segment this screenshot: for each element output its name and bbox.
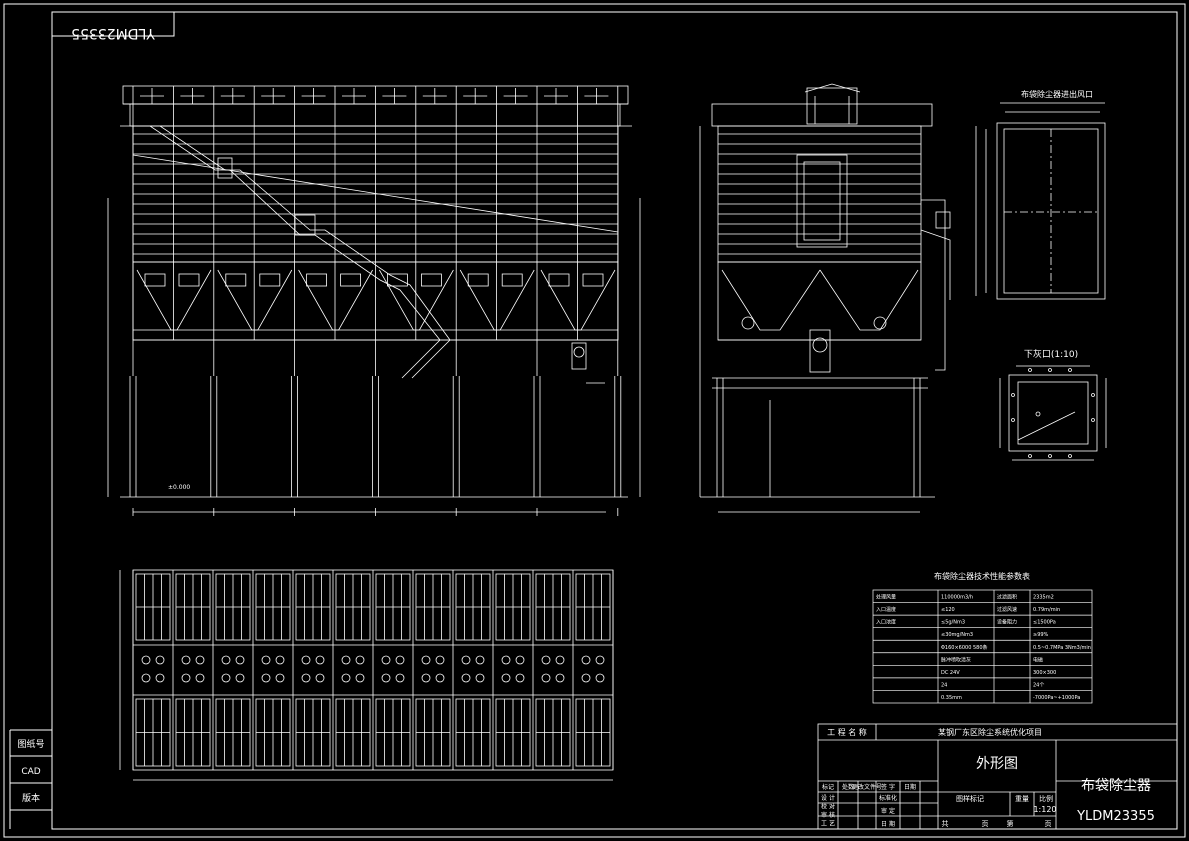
params-table [872,589,1093,704]
sheet-label: 第 [1007,819,1014,828]
margin-label-3: 版本 [22,792,40,804]
params-cell: Φ160×6000 580条 [941,644,988,651]
params-cell: 入口浓度 [876,619,896,626]
params-table-title: 布袋除尘器技术性能参数表 [934,571,1030,581]
revision-header-cell: 更改文件号 [852,783,882,791]
mark-label: 比例 [1039,794,1053,803]
params-cell: DC 24V [941,670,960,676]
sheet-label: 共 [942,819,949,828]
role-label: 设 计 [821,794,835,802]
params-cell: ≤1500Pa [1033,620,1056,626]
params-cell: ≤120 [941,607,955,613]
params-cell: 300×300 [1033,670,1056,676]
project-name: 某钢厂东区除尘系统优化项目 [938,727,1042,737]
drawing-number-rotated: YLDM23355 [71,25,156,41]
title-drawing-number: YLDM23355 [1076,809,1155,824]
revision-header-cell: 签 字 [881,783,895,791]
column-label: 审 定 [881,807,895,815]
params-cell: ≤30mg/Nm3 [941,632,973,638]
project-label: 工 程 名 称 [827,727,867,737]
revision-header-cell: 处数 [842,783,854,791]
drawing-name: 外形图 [976,756,1018,772]
mark-label: 图样标记 [956,794,984,803]
params-cell: 电磁 [1033,656,1043,663]
sheet-label: 页 [982,820,989,828]
detail-bottom-title: 下灰口(1:10) [1024,348,1078,360]
mark-label: 重量 [1015,795,1029,803]
params-cell: 24 [941,682,947,688]
params-cell: 0.79m/min [1033,607,1060,613]
margin-label-2: CAD [21,767,40,777]
params-cell: 2335m2 [1033,595,1054,601]
front-elevation [107,85,641,516]
sheet-border [3,3,1186,838]
params-cell: 脉冲喷吹清灰 [941,656,971,663]
params-cell: 过滤面积 [997,594,1017,601]
revision-header-cell: 日期 [904,783,916,791]
plan-view [119,569,614,781]
margin-label-1: 图纸号 [17,738,44,750]
side-elevation [699,83,951,513]
detail-top-title: 布袋除尘器进出风口 [1021,89,1093,99]
params-cell: 24个 [1033,682,1044,688]
role-label: 审 核 [821,811,835,819]
detail-hopper-outlet [999,365,1107,461]
params-cell: ≥99% [1033,632,1049,638]
front-ground-mark: ±0.000 [168,484,190,491]
params-cell: -7000Pa~+1000Pa [1033,695,1080,701]
role-label: 工 艺 [821,820,835,828]
detail-inlet-outlet [975,102,1106,300]
params-cell: 处理风量 [876,594,896,601]
params-cell: 过滤风速 [997,606,1017,613]
role-label: 校 对 [821,803,835,811]
title-block [817,723,1178,830]
column-label: 日 期 [881,820,895,828]
params-cell: 110000m3/h [941,595,973,601]
revision-header-cell: 标记 [822,783,834,791]
params-cell: ≤5g/Nm3 [941,620,965,626]
equipment-name: 布袋除尘器 [1081,778,1151,794]
params-cell: 入口温度 [876,606,896,613]
params-cell: 0.5~0.7MPa 3Nm3/min [1033,645,1091,651]
scale-value: 1:120 [1033,805,1056,814]
params-cell: 0.35mm [941,695,962,701]
column-label: 标准化 [879,794,897,802]
sheet-label: 页 [1045,820,1052,828]
params-cell: 设备阻力 [997,619,1017,626]
